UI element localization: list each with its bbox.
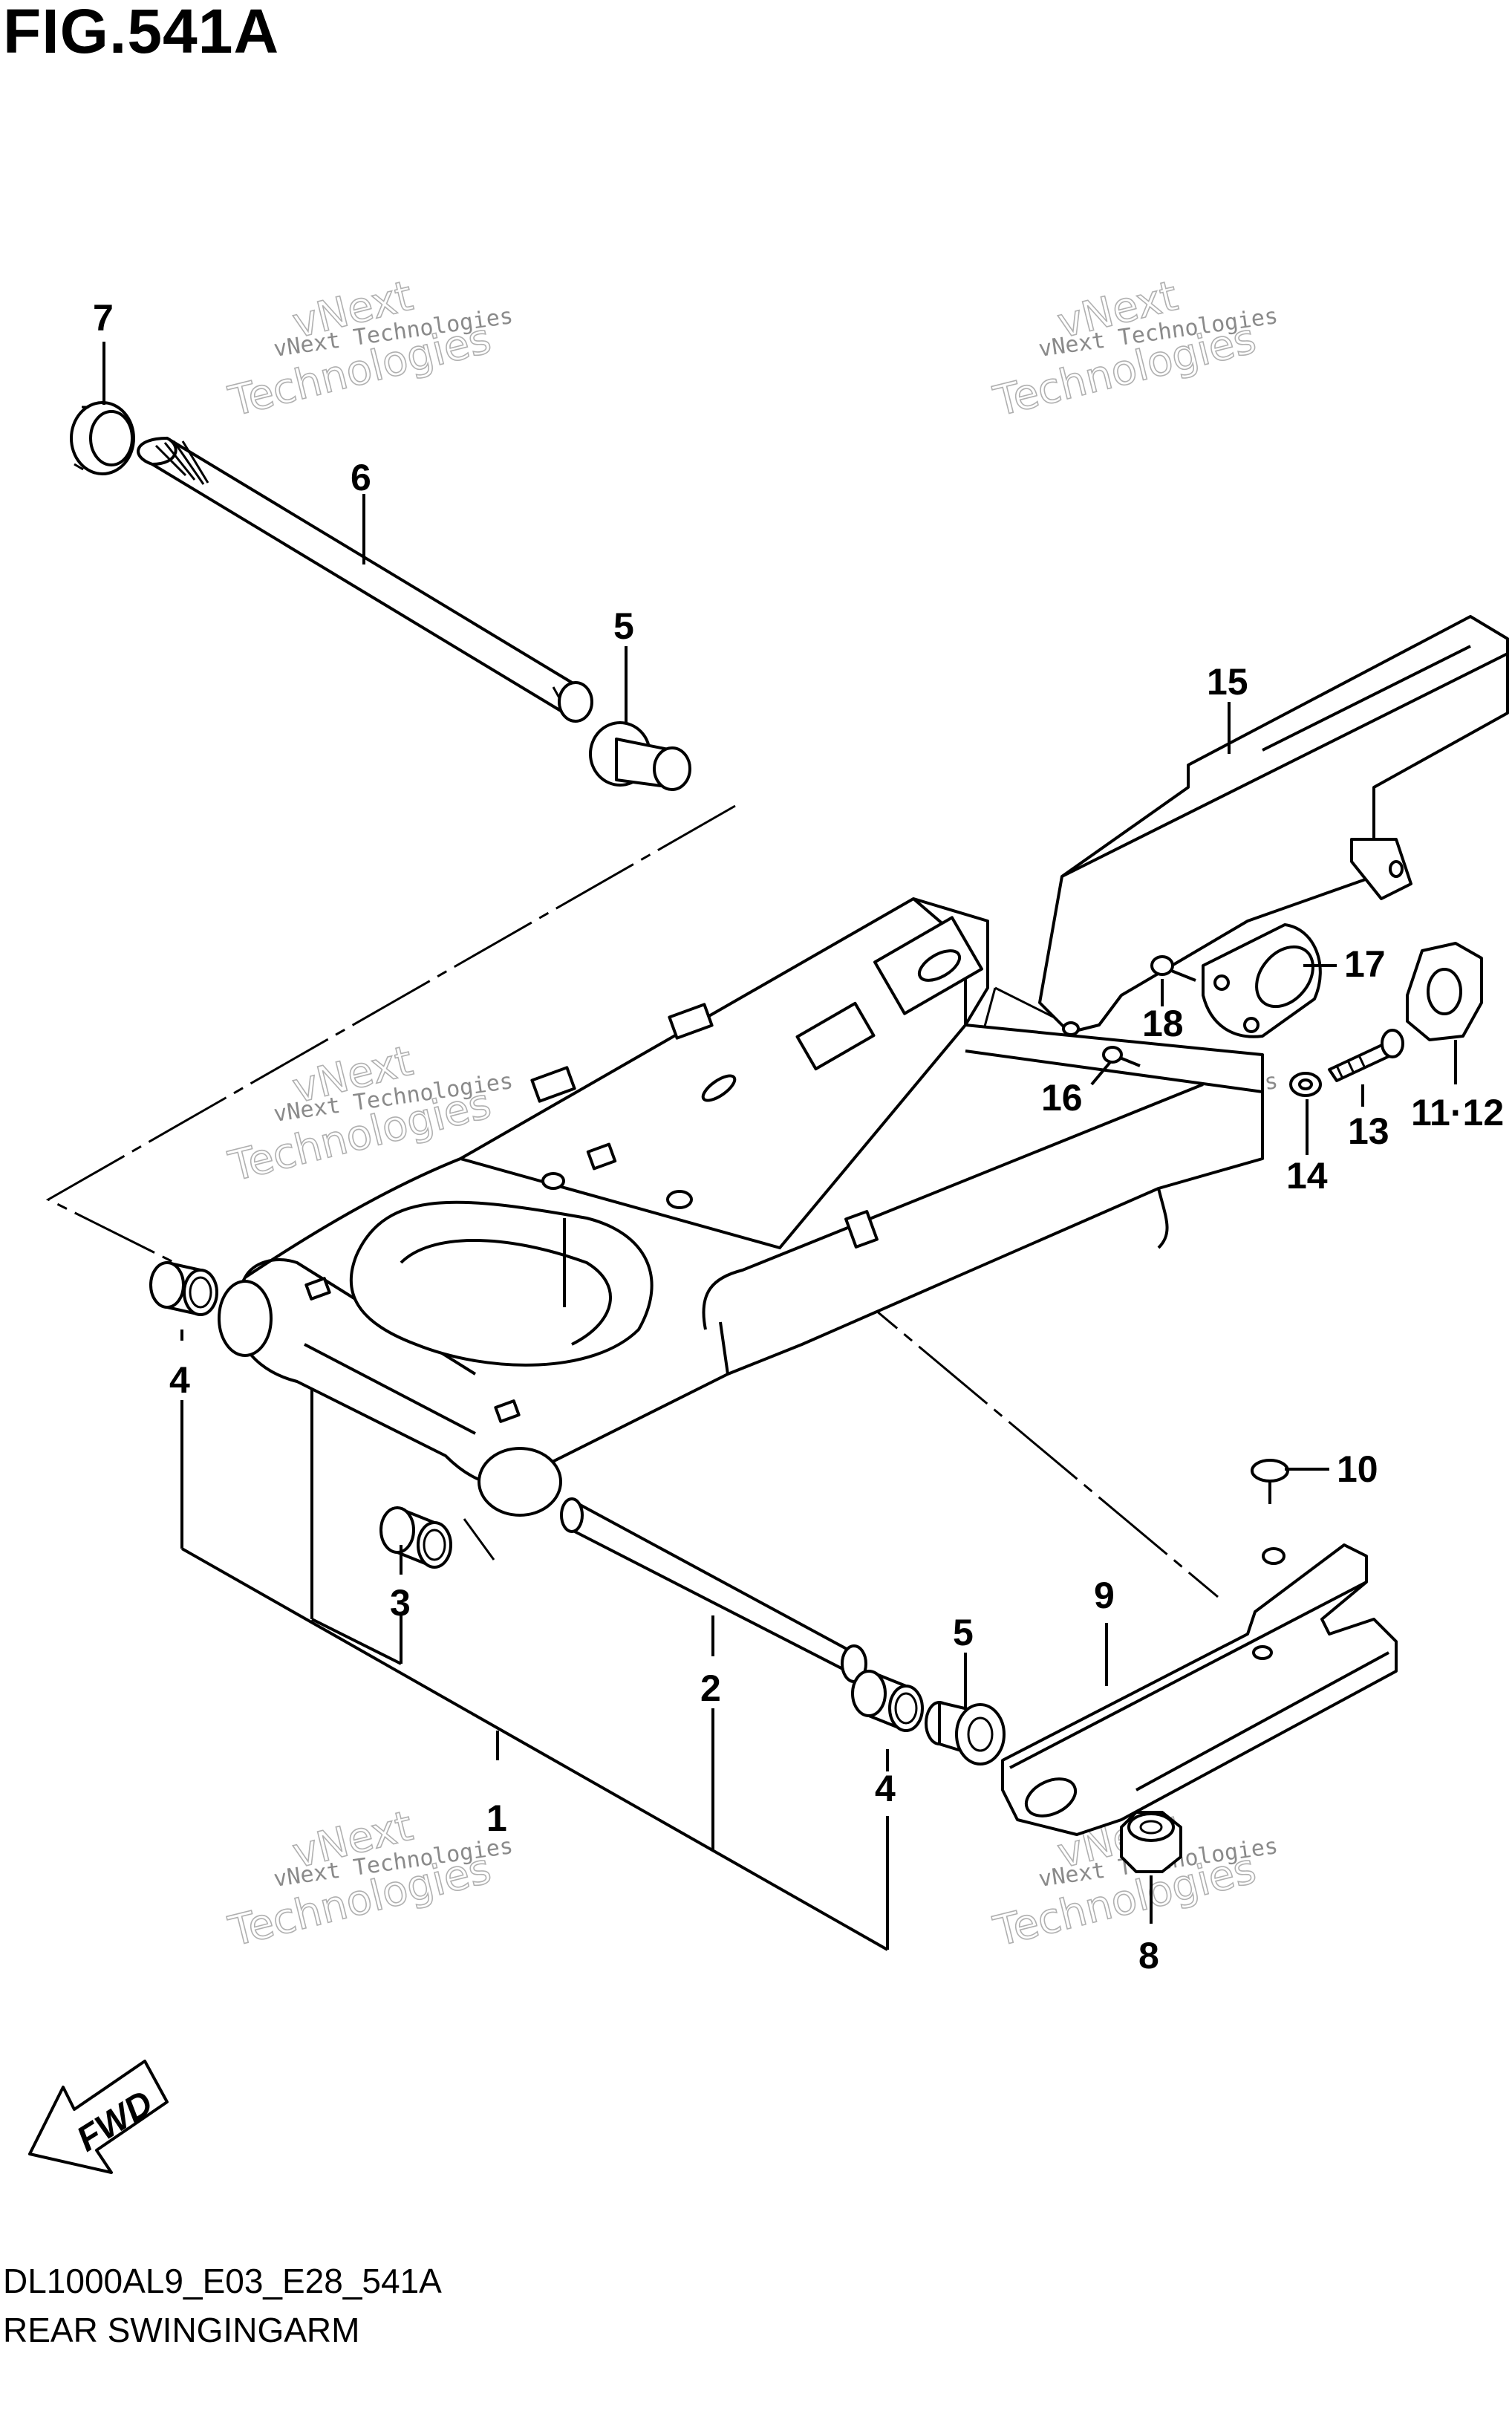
part-8-nut[interactable] <box>1120 1811 1182 1873</box>
part-15-chain-case[interactable] <box>1038 615 1509 1036</box>
callout-6: 6 <box>351 457 371 498</box>
part-11-12-adjuster[interactable] <box>1406 942 1483 1041</box>
callout-5-lower: 5 <box>953 1612 974 1653</box>
callout-9: 9 <box>1094 1575 1115 1616</box>
callout-8: 8 <box>1138 1935 1159 1976</box>
part-6-pivot-shaft[interactable] <box>137 437 593 723</box>
callout-10: 10 <box>1337 1448 1378 1490</box>
part-17-plate[interactable] <box>1202 923 1324 1038</box>
callout-7: 7 <box>93 297 114 339</box>
callout-11-12: 11·12 <box>1411 1092 1504 1133</box>
watermark-bottom-left: vNext Technologies vNext Technologies <box>224 1801 515 1956</box>
part-16-screw[interactable] <box>1102 1046 1141 1067</box>
part-4-bearing-left[interactable] <box>149 1261 218 1316</box>
part-14-washer[interactable] <box>1289 1072 1322 1097</box>
callout-18: 18 <box>1142 1003 1184 1044</box>
part-13-bolt[interactable] <box>1328 1029 1404 1082</box>
callout-2: 2 <box>700 1667 721 1709</box>
callout-5-upper: 5 <box>613 605 634 647</box>
callout-14: 14 <box>1286 1155 1328 1197</box>
part-5-collar-lower[interactable] <box>925 1701 1006 1766</box>
fwd-arrow-icon: FWD <box>28 2060 169 2174</box>
callout-4-right: 4 <box>875 1768 896 1809</box>
part-9-chain-buffer[interactable] <box>1001 1543 1398 1836</box>
callout-15: 15 <box>1207 661 1248 703</box>
part-18-screw[interactable] <box>1150 955 1196 982</box>
part-3-bearing[interactable] <box>379 1506 452 1569</box>
part-4-bearing-right[interactable] <box>851 1670 924 1732</box>
part-5-collar-upper[interactable] <box>589 721 691 791</box>
figure-title: FIG.541A <box>3 0 280 66</box>
watermark-top-right: vNext Technologies vNext Technologies <box>988 271 1280 426</box>
model-code: DL1000AL9_E03_E28_541A <box>3 2262 442 2300</box>
diagram-name: REAR SWINGINGARM <box>3 2311 360 2349</box>
part-7-lock-nut[interactable] <box>70 401 135 475</box>
callout-1: 1 <box>486 1797 507 1839</box>
watermark-top-left: vNext Technologies vNext Technologies <box>224 271 515 426</box>
callout-13: 13 <box>1348 1110 1389 1152</box>
leader-lines <box>102 342 1457 1951</box>
callout-17: 17 <box>1344 943 1386 985</box>
part-1-swingarm[interactable] <box>218 897 1264 1517</box>
callout-3: 3 <box>390 1582 411 1624</box>
callout-16: 16 <box>1041 1077 1083 1119</box>
callout-4-left: 4 <box>169 1359 190 1401</box>
part-10-screw[interactable] <box>1251 1459 1289 1504</box>
callout-labels: 7 6 5 15 17 18 16 13 11·12 14 4 10 3 9 5… <box>93 297 1504 1976</box>
